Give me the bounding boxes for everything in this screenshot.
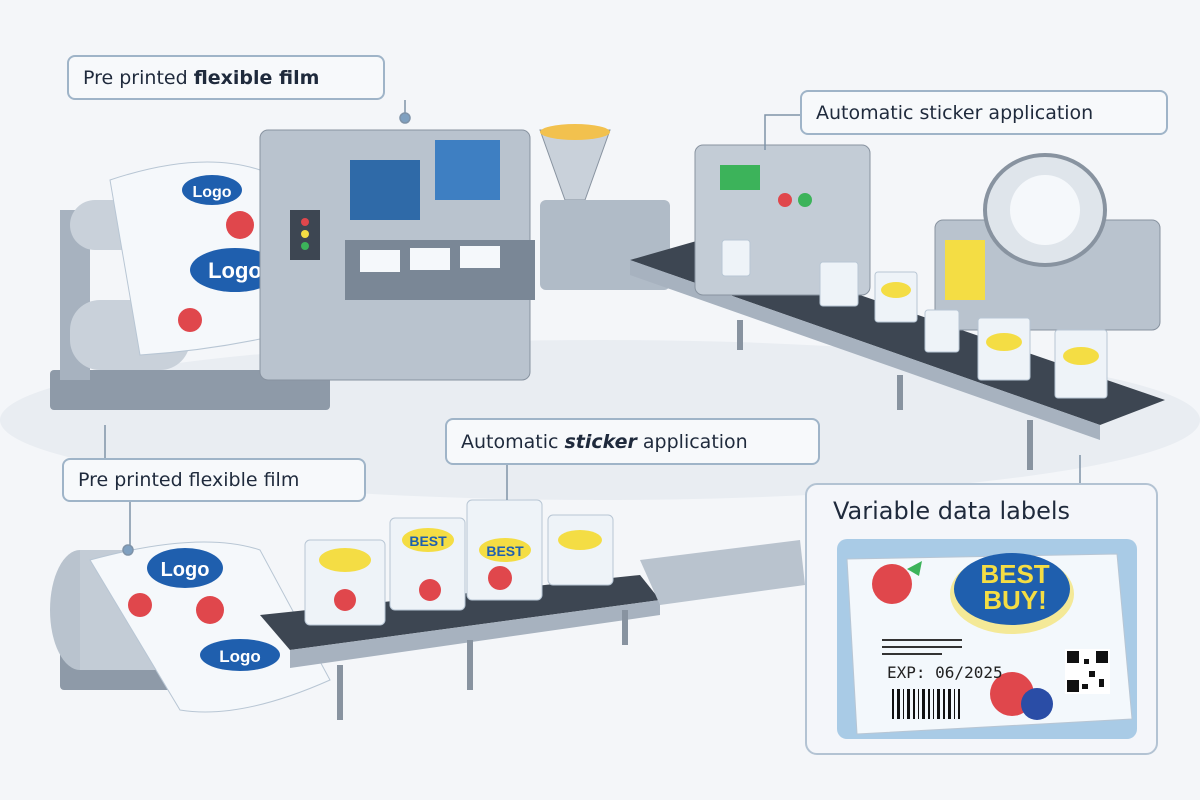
form-fill-seal-machine <box>259 124 670 381</box>
svg-text:BEST: BEST <box>486 543 524 559</box>
callout-pre-printed-film-bottom: Pre printed flexible film <box>62 458 366 502</box>
label-closeup: BEST BUY! EXP: 06/2025 <box>837 539 1137 739</box>
callout-sticker-application-bottom: Automatic sticker application <box>445 418 820 465</box>
expiry-date: EXP: 06/2025 <box>887 663 1003 682</box>
barcode <box>892 689 960 719</box>
callout-pre-printed-film-top: Pre printed flexible film <box>67 55 385 100</box>
svg-text:Logo: Logo <box>219 647 261 666</box>
svg-text:Logo: Logo <box>208 258 262 283</box>
conveyor-bottom <box>260 540 805 720</box>
panel-title: Variable data labels <box>833 497 1071 525</box>
svg-text:BEST: BEST <box>409 533 447 549</box>
callout-sticker-application-top: Automatic sticker application <box>800 90 1168 135</box>
pouches-bottom: BEST BEST <box>304 499 614 626</box>
film-unwinder-bottom: Logo Logo <box>50 541 331 713</box>
qr-code <box>1065 649 1110 694</box>
pouches-top <box>721 239 1108 399</box>
variable-data-labels-panel: Variable data labels BEST BUY! EXP: 06/2… <box>805 483 1158 755</box>
svg-text:Logo: Logo <box>161 559 210 581</box>
label-headline: BEST BUY! <box>980 559 1050 615</box>
film-unwinder-top: Logo Logo <box>50 161 330 410</box>
svg-text:Logo: Logo <box>192 184 231 201</box>
label-artwork <box>837 539 1137 739</box>
callout-connectors <box>104 100 1081 556</box>
